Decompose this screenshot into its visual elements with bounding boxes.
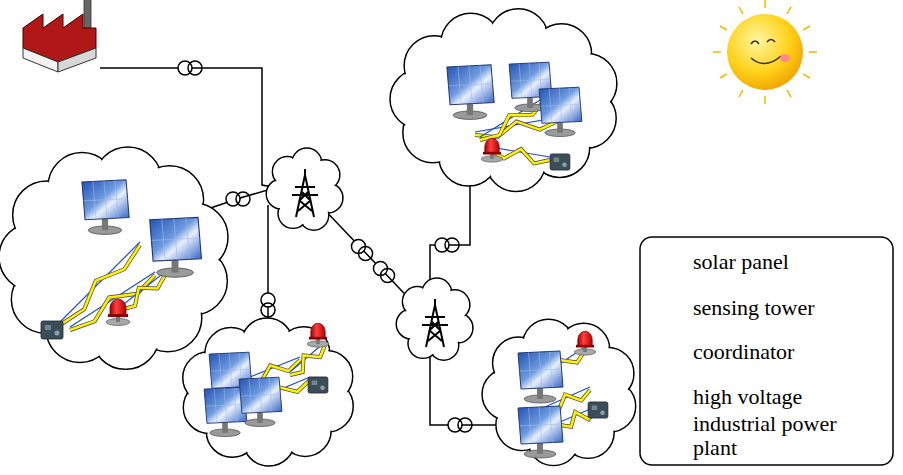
wireless-link (120, 272, 165, 310)
solar-panel-icon (539, 87, 582, 136)
cloud (183, 318, 353, 466)
solar-panel-icon (150, 217, 202, 277)
sensing-tower-icon (481, 138, 503, 162)
solar-panel-icon (82, 180, 129, 235)
cloud (396, 278, 473, 360)
transformers (178, 61, 472, 432)
transformer-symbol (435, 238, 459, 252)
legend-label: coordinator (693, 340, 794, 364)
sun (713, 0, 817, 104)
coordinator-icon (588, 402, 608, 418)
coordinator-icon (550, 154, 570, 170)
power-plant-icon (23, 0, 96, 72)
device-icons (23, 0, 683, 460)
legend-label: high voltage (693, 385, 802, 409)
high-voltage-tower-icon (422, 299, 448, 347)
transformer-symbol (371, 259, 398, 286)
solar-panel-icon (239, 377, 282, 426)
coordinator-icon (308, 377, 328, 393)
transformer-symbol (226, 192, 250, 206)
sensing-tower-icon (574, 331, 596, 355)
cloud (0, 147, 228, 369)
legend-label: solar panel (693, 250, 789, 274)
wireless-link (480, 97, 545, 140)
legend-label: industrial power plant (693, 412, 843, 460)
legend-label: sensing tower (693, 296, 815, 320)
sensing-tower-icon (307, 323, 329, 347)
cloud (266, 148, 343, 230)
legend-box (640, 237, 893, 465)
transformer-symbol (261, 293, 275, 317)
transformer-symbol (349, 237, 376, 264)
high-voltage-tower-icon (292, 169, 318, 217)
wireless-link (70, 272, 155, 330)
cloud (482, 319, 636, 465)
transformer-symbol (178, 61, 202, 75)
solar-panel-icon (518, 351, 563, 403)
transformer-symbol (448, 418, 472, 432)
cloud (390, 9, 617, 192)
solar-panel-icon (447, 65, 494, 120)
solar-panel-icon (518, 406, 563, 458)
coordinator-icon (41, 321, 63, 339)
microgrid-clouds (0, 9, 636, 466)
sensing-tower-icon (106, 299, 130, 326)
legend-frame (640, 237, 893, 465)
